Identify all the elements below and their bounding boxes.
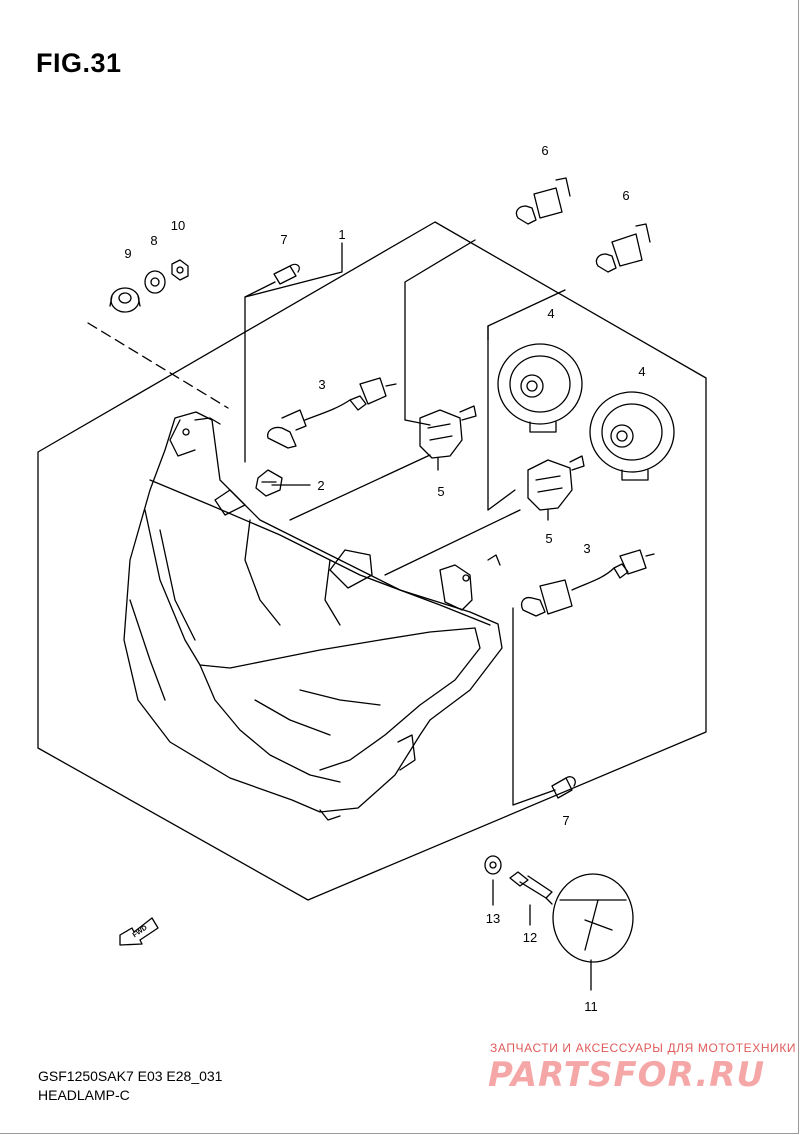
callout-11: 11 [584,999,598,1014]
figure-title: FIG.31 [36,48,122,78]
leader-part-3b [512,607,556,806]
leader-part-6a [404,239,476,421]
callout-7a: 7 [280,232,287,247]
callout-4b: 4 [638,364,645,379]
part-12-stud [509,871,553,905]
leader-part-5a [404,419,431,426]
part-6-bulb-upper [515,177,571,225]
part-7-bulb-lower [551,776,576,799]
leader-part-7-top [244,281,276,298]
part-3-upper-socket [267,377,397,449]
headlamp-housing [123,411,503,821]
part-8-washer [144,270,166,294]
callout-4a: 4 [547,306,554,321]
watermark-caption: ЗАПЧАСТИ И АКСЕССУАРЫ ДЛЯ МОТОТЕХНИКИ [490,1041,797,1055]
part-13-washer [484,855,502,875]
part-5-holder-lower [527,455,585,521]
part-9-grommet [109,287,141,313]
callout-2: 2 [317,478,324,493]
callout-6b: 6 [622,188,629,203]
part-5-holder-upper [419,405,477,471]
callout-6a: 6 [541,143,548,158]
assembly-outline [37,221,707,901]
model-code: GSF1250SAK7 E03 E28_031 [38,1068,223,1084]
callout-13: 13 [486,911,500,926]
callout-8: 8 [150,233,157,248]
callout-5a: 5 [437,484,444,499]
part-2-clip [255,469,283,497]
callout-5b: 5 [545,531,552,546]
leader-part-1 [244,242,343,463]
part-11-lens [552,873,634,963]
callout-7b: 7 [562,813,569,828]
leader-part-9-10 [87,322,229,409]
callout-3b: 3 [583,541,590,556]
part-4-reflector-lower [589,391,675,481]
leader-part-5b [487,489,516,511]
watermark-logo: PARTSFOR.RU [488,1055,766,1095]
part-10-nut [171,259,189,281]
section-name: HEADLAMP-C [38,1087,130,1103]
callout-1: 1 [338,227,345,242]
callout-9: 9 [124,246,131,261]
part-4-reflector-upper [497,343,583,433]
callout-10: 10 [171,218,185,233]
callout-3a: 3 [318,377,325,392]
leader-part-5b-line [384,509,521,576]
fwd-label: FWD [132,924,149,939]
part-7-bulb-upper [273,263,300,285]
part-3-lower-socket [520,549,655,617]
leader-part-5-line [289,454,431,521]
fwd-arrow-icon [119,917,159,946]
part-6-bulb-lower [595,223,651,273]
callout-12: 12 [523,930,537,945]
